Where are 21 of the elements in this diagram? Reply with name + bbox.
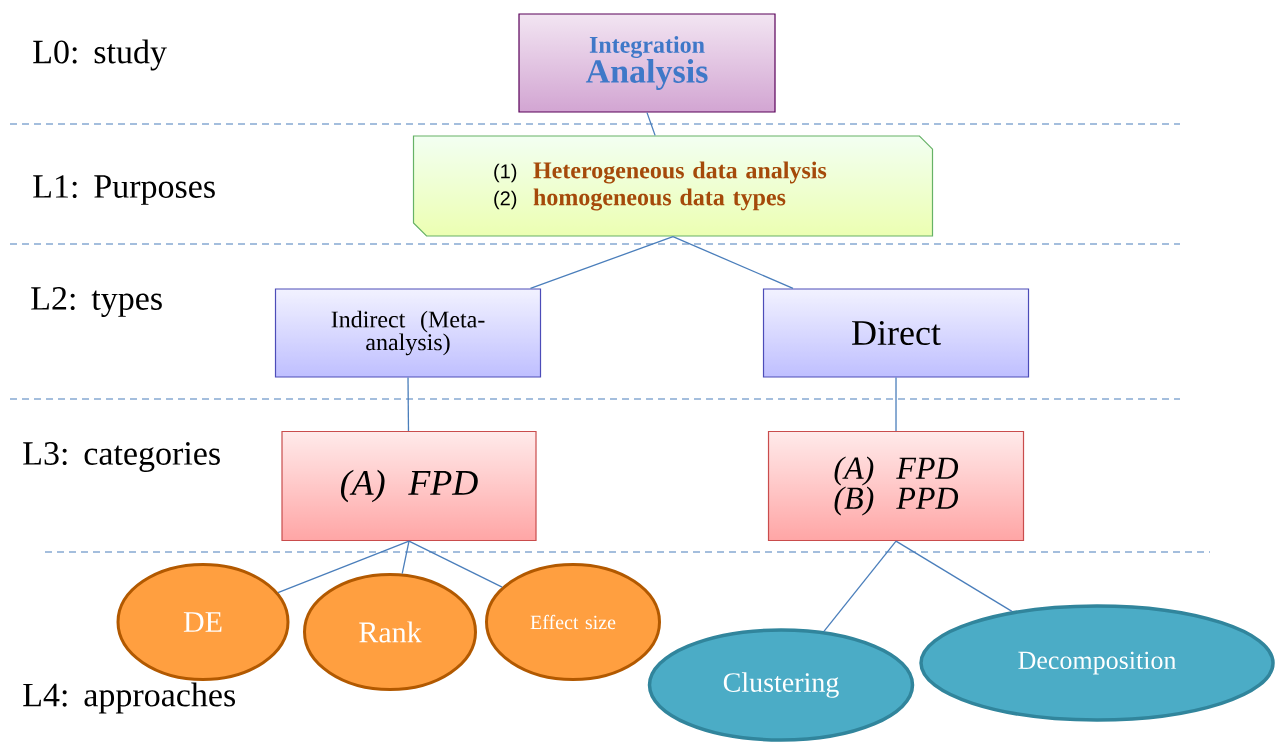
level-label: L2: types [31, 287, 162, 317]
level-label: L4: approaches [23, 682, 235, 714]
connector-line [895, 376, 897, 432]
study-box: Integration Analysis [518, 13, 776, 113]
connector-line [401, 540, 410, 575]
category-box: (A) FPD [281, 430, 537, 542]
connector-line [895, 540, 1013, 613]
connector-line [408, 540, 503, 588]
connector-line [277, 540, 410, 594]
level-label: L0: study [33, 39, 167, 71]
type-box: Direct [762, 288, 1030, 378]
category-box: (A) FPD (B) PPD [767, 430, 1025, 542]
connector-line [823, 540, 897, 632]
connector-line [529, 235, 674, 290]
connector-line [646, 111, 656, 137]
connector-line [672, 235, 794, 290]
connector-line [407, 376, 410, 432]
type-box: Indirect (Meta-analysis) [274, 288, 542, 378]
purpose-box: (1) Heterogeneous data analysis (2) homogeneous data types [412, 135, 934, 237]
level-label: L3: categories [23, 442, 220, 472]
level-label: L1: Purposes [33, 175, 215, 205]
